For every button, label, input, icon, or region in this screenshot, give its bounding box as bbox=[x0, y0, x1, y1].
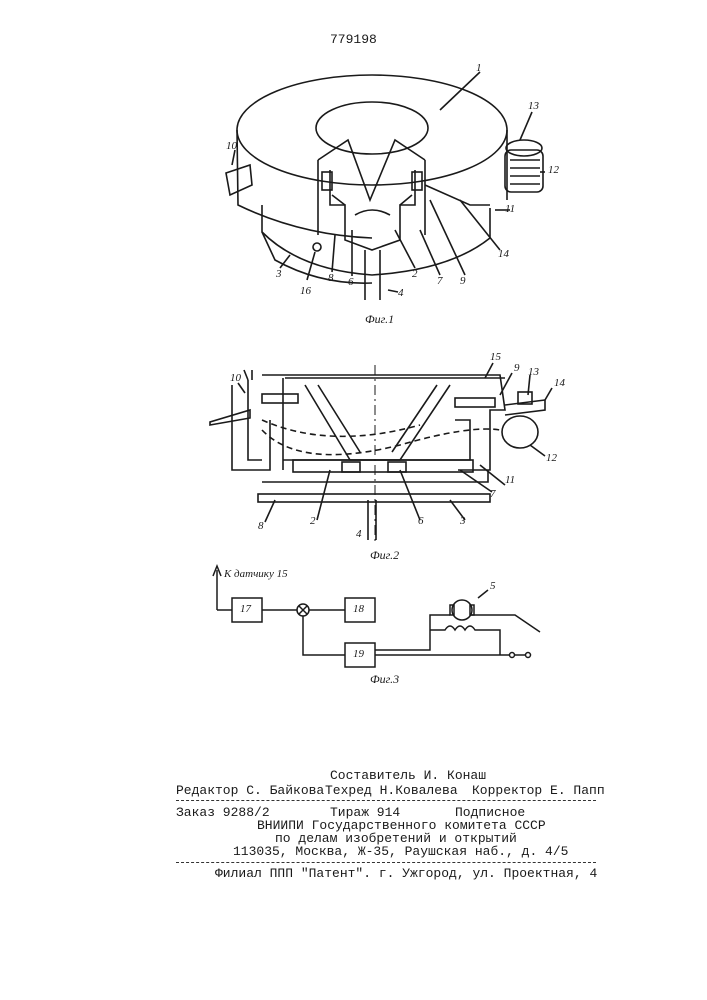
fig3-block-18: 18 bbox=[353, 603, 364, 615]
footer-techred: Техред Н.Ковалева bbox=[325, 783, 458, 798]
fig2-label-2: 2 bbox=[310, 515, 316, 527]
fig1-label-11: 11 bbox=[505, 203, 515, 215]
fig1-label-10: 10 bbox=[226, 140, 237, 152]
fig1-label-6: 6 bbox=[348, 276, 354, 288]
fig1-label-1: 1 bbox=[476, 62, 482, 74]
fig2-label-15: 15 bbox=[490, 351, 501, 363]
footer-divider-2 bbox=[176, 862, 596, 863]
footer-branch: Филиал ППП "Патент". г. Ужгород, ул. Про… bbox=[215, 866, 597, 881]
fig1-label-16: 16 bbox=[300, 285, 311, 297]
fig3-motor-label: 5 bbox=[490, 580, 496, 592]
footer-divider-1 bbox=[176, 800, 596, 801]
fig1-label-8: 8 bbox=[328, 272, 334, 284]
fig3-block-17: 17 bbox=[240, 603, 251, 615]
fig1-label-13: 13 bbox=[528, 100, 539, 112]
fig3-block-19: 19 bbox=[353, 648, 364, 660]
fig2-label-10: 10 bbox=[230, 372, 241, 384]
fig1-label-7: 7 bbox=[437, 275, 443, 287]
fig2-caption: Фиг.2 bbox=[370, 548, 399, 563]
footer-address: 113035, Москва, Ж-35, Раушская наб., д. … bbox=[233, 844, 568, 859]
fig3-sensor-label: К датчику 15 bbox=[224, 568, 288, 580]
fig2-label-11: 11 bbox=[505, 474, 515, 486]
footer-compiler: Составитель И. Конаш bbox=[330, 768, 486, 783]
fig2-label-3: 3 bbox=[460, 515, 466, 527]
footer-editor: Редактор С. Байкова bbox=[176, 783, 324, 798]
footer-order: Заказ 9288/2 bbox=[176, 805, 270, 820]
fig3-caption: Фиг.3 bbox=[370, 672, 399, 687]
fig2-label-4: 4 bbox=[356, 528, 362, 540]
fig2-label-12: 12 bbox=[546, 452, 557, 464]
fig2-label-8: 8 bbox=[258, 520, 264, 532]
fig1-caption: Фиг.1 bbox=[365, 312, 394, 327]
footer-corrector: Корректор Е. Папп bbox=[472, 783, 605, 798]
fig2-label-14: 14 bbox=[554, 377, 565, 389]
fig1-label-12: 12 bbox=[548, 164, 559, 176]
fig1-label-4: 4 bbox=[398, 287, 404, 299]
fig1-label-2: 2 bbox=[412, 268, 418, 280]
fig2-label-6: 6 bbox=[418, 515, 424, 527]
fig2-label-13: 13 bbox=[528, 366, 539, 378]
fig1-label-14: 14 bbox=[498, 248, 509, 260]
fig1-label-3: 3 bbox=[276, 268, 282, 280]
fig2-label-9: 9 bbox=[514, 362, 520, 374]
fig1-label-9: 9 bbox=[460, 275, 466, 287]
fig2-label-7: 7 bbox=[490, 488, 496, 500]
